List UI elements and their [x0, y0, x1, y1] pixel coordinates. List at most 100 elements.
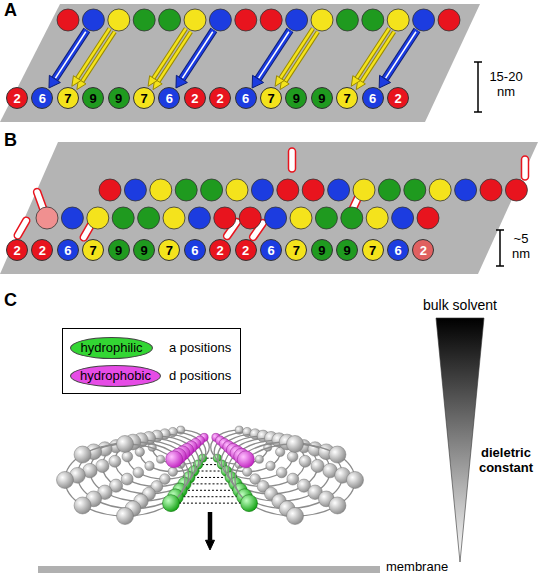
- panel-letter: B: [4, 130, 17, 151]
- membrane-plane: [0, 4, 480, 122]
- heptad-position-bead: 7: [336, 87, 358, 109]
- heptad-position-bead: 9: [108, 87, 130, 109]
- position-number: 2: [217, 244, 224, 257]
- residue-bead: [505, 179, 527, 201]
- residue-sphere: [299, 455, 311, 467]
- residue-bead: [290, 207, 312, 229]
- residue-sphere: [329, 446, 346, 463]
- residue-bead: [404, 179, 426, 201]
- position-number: 9: [115, 92, 122, 105]
- legend-ellipse: hydrophilic: [70, 337, 153, 359]
- residue-sphere: [287, 436, 304, 453]
- position-number: 6: [166, 92, 173, 105]
- legend-box: a positions d positions hydrophilic hydroph…: [62, 328, 241, 394]
- heptad-position-bead: 2: [184, 87, 206, 109]
- position-number: 2: [13, 244, 20, 257]
- residue-bead: [378, 179, 400, 201]
- residue-sphere: [133, 467, 144, 478]
- position-number: 9: [293, 92, 300, 105]
- dielectric-gradient: [436, 318, 484, 562]
- heptad-position-bead: 2: [6, 87, 28, 109]
- dimension-label: 15-20 nm: [484, 70, 528, 100]
- heptad-position-bead: 7: [285, 239, 307, 261]
- residue-bead: [159, 9, 181, 31]
- residue-bead: [438, 9, 460, 31]
- heptad-position-bead: 6: [184, 239, 206, 261]
- legend-text: d positions: [169, 368, 231, 384]
- position-number: 6: [39, 92, 46, 105]
- residue-sphere: [168, 467, 177, 476]
- hydrophilic-sphere: [162, 495, 179, 512]
- residue-bead: [99, 179, 121, 201]
- position-number: 9: [344, 244, 351, 257]
- residue-sphere: [287, 508, 304, 525]
- position-number: 9: [318, 244, 325, 257]
- position-number: 9: [115, 244, 122, 257]
- crosslink-arrow: [148, 28, 186, 86]
- dimension-label: ~5 nm: [505, 232, 537, 262]
- heptad-position-bead: 9: [311, 239, 333, 261]
- scale-bar: [496, 230, 504, 266]
- residue-sphere: [57, 472, 74, 489]
- interaction-dash: [171, 503, 249, 504]
- residue-sphere: [329, 497, 346, 514]
- residue-sphere: [287, 451, 298, 462]
- residue-bead: [82, 9, 104, 31]
- residue-bead: [112, 207, 134, 229]
- linker-stick: [13, 216, 31, 240]
- residue-bead: [163, 207, 185, 229]
- position-number: 2: [242, 244, 249, 257]
- position-number: 7: [293, 244, 300, 257]
- legend-swatch-text: hydrophobic: [80, 368, 151, 384]
- position-number: 7: [267, 92, 274, 105]
- membrane-plane: [0, 142, 538, 274]
- heptad-position-bead: 6: [158, 87, 180, 109]
- residue-sphere: [121, 473, 133, 485]
- position-number: 7: [140, 92, 147, 105]
- panel-a-art: [49, 9, 460, 90]
- residue-bead: [480, 179, 502, 201]
- residue-bead: [315, 207, 337, 229]
- residue-sphere: [157, 455, 165, 463]
- heptad-position-bead: 6: [235, 87, 257, 109]
- crosslink-arrow: [153, 32, 191, 90]
- gradient-axis-label: dieletric constant: [473, 446, 539, 476]
- crosslink-arrow: [77, 32, 115, 90]
- heptad-position-bead: 9: [311, 87, 333, 109]
- interaction-dash: [175, 496, 244, 497]
- panel-letter: C: [4, 290, 17, 311]
- residue-bead: [239, 207, 261, 229]
- residue-bead: [184, 9, 206, 31]
- legend-text: a positions: [169, 340, 231, 356]
- residue-sphere: [311, 459, 324, 472]
- heptad-position-bead: 2: [387, 87, 409, 109]
- residue-bead: [260, 9, 282, 31]
- membrane-label: membrane: [386, 560, 448, 575]
- position-number: 6: [64, 244, 71, 257]
- residue-bead: [226, 179, 248, 201]
- hydrophilic-sphere: [241, 495, 258, 512]
- residue-sphere: [96, 459, 109, 472]
- residue-sphere: [287, 473, 299, 485]
- interaction-dash: [185, 483, 236, 484]
- residue-bead: [392, 207, 414, 229]
- residue-bead: [188, 207, 210, 229]
- heptad-position-bead: 2: [235, 239, 257, 261]
- residue-bead: [429, 179, 451, 201]
- helix-coil: [235, 444, 355, 516]
- heptad-position-bead: 2: [209, 87, 231, 109]
- position-number: 2: [39, 244, 46, 257]
- legend-ellipse: hydrophobic: [70, 365, 161, 387]
- membrane-bar: [38, 566, 380, 573]
- residue-bead: [286, 9, 308, 31]
- residue-bead: [138, 207, 160, 229]
- residue-bead: [353, 179, 375, 201]
- position-number: 6: [394, 244, 401, 257]
- crosslink-arrow: [351, 28, 389, 86]
- residue-sphere: [74, 497, 91, 514]
- position-number: 9: [318, 92, 325, 105]
- hydrophobic-sphere: [166, 451, 183, 468]
- heptad-position-bead: 2: [6, 239, 28, 261]
- heptad-position-bead: 6: [362, 87, 384, 109]
